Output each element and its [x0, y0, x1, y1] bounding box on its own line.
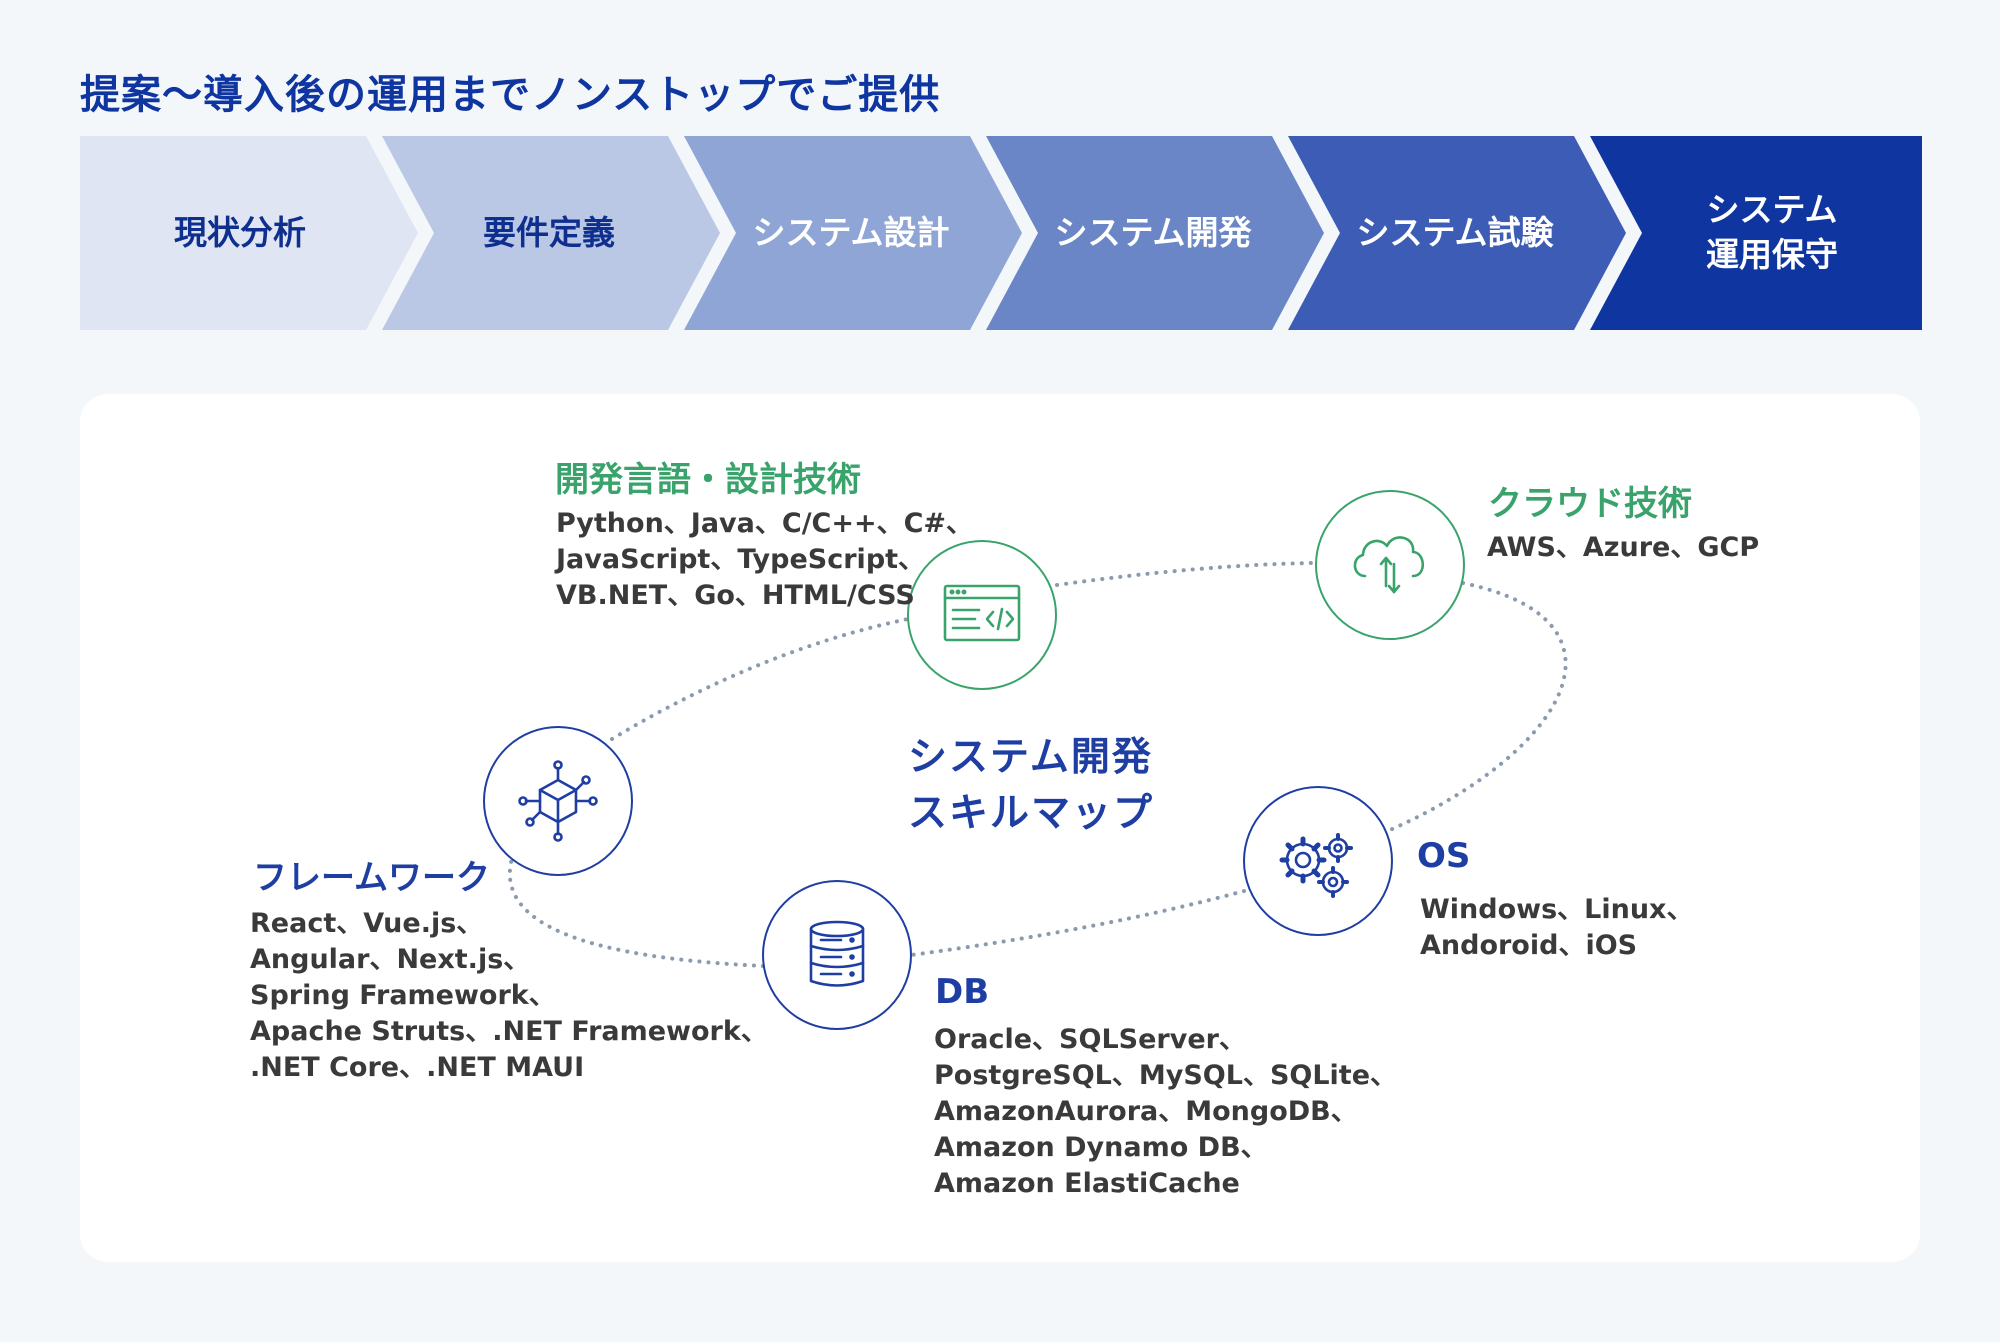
cycle-path-framework-languages: [610, 617, 910, 741]
process-flow: 現状分析 要件定義 システム設計 システム開発 システム試験 システム 運用保守: [80, 136, 1922, 330]
process-step-6-label-line-2: 運用保守: [1706, 235, 1838, 274]
process-step-1-label: 現状分析: [174, 212, 306, 252]
db-item: Amazon Dynamo DB、: [934, 1132, 1268, 1163]
framework-item: .NET Core、.NET MAUI: [250, 1052, 585, 1083]
process-step-6-label-line-1: システム: [1706, 190, 1838, 230]
framework-list: React、Vue.js、 Angular、Next.js、 Spring Fr…: [250, 906, 768, 1086]
process-step-4-label: システム開発: [1054, 212, 1252, 252]
cloud-list: AWS、Azure、GCP: [1487, 530, 1759, 566]
process-step-2-label: 要件定義: [483, 212, 615, 252]
small-gear-top: [1323, 833, 1353, 863]
cycle-path-db-framework: [507, 856, 765, 968]
languages-list: Python、Java、C/C++、C#、 JavaScript、TypeScr…: [556, 506, 973, 614]
db-item: Oracle、SQLServer、: [934, 1024, 1246, 1055]
cube-network-icon: [518, 760, 598, 842]
process-step-5: システム試験: [1320, 136, 1590, 330]
process-step-shape-6: [1590, 136, 1922, 330]
os-list: Windows、Linux、 Andoroid、iOS: [1420, 892, 1693, 964]
center-title-line-1: システム開発: [908, 735, 1153, 780]
db-title: DB: [935, 972, 990, 1012]
os-item: Andoroid、iOS: [1420, 930, 1638, 961]
languages-item: Python、Java、C/C++、C#、: [556, 508, 974, 539]
framework-item: React、Vue.js、: [250, 908, 484, 939]
languages-item: JavaScript、TypeScript、: [556, 544, 926, 575]
database-icon: [809, 920, 865, 987]
os-title: OS: [1417, 836, 1471, 876]
db-item: AmazonAurora、MongoDB、: [934, 1096, 1358, 1127]
process-step-1: 現状分析: [80, 136, 400, 330]
db-list: Oracle、SQLServer、 PostgreSQL、MySQL、SQLit…: [934, 1022, 1397, 1202]
framework-item: Spring Framework、: [250, 980, 556, 1011]
gears-icon: [1279, 833, 1353, 898]
large-gear: [1279, 836, 1327, 884]
cycle-path-languages-cloud: [1055, 561, 1314, 587]
cloud-node-circle: [1315, 490, 1465, 640]
process-step-shape-5: [1288, 136, 1626, 330]
framework-item: Apache Struts、.NET Framework、: [250, 1016, 768, 1047]
skill-map-center-title: システム開発 スキルマップ: [908, 730, 1154, 842]
small-gear-bottom: [1317, 866, 1349, 898]
process-step-shape-2: [382, 136, 720, 330]
code-window-icon: [943, 584, 1021, 642]
process-arrows: [80, 136, 1922, 330]
process-step-2: 要件定義: [414, 136, 684, 330]
process-step-6: システム 運用保守: [1622, 136, 1922, 330]
process-step-shape-1: [80, 136, 418, 330]
cycle-path-cloud-os: [1388, 581, 1568, 832]
languages-title: 開発言語・設計技術: [555, 460, 861, 500]
process-step-3: システム設計: [716, 136, 986, 330]
process-step-3-label: システム設計: [752, 212, 950, 252]
dotted-cycle-path: [507, 561, 1568, 968]
process-step-shape-4: [986, 136, 1324, 330]
process-step-shape-3: [684, 136, 1022, 330]
process-step-4: システム開発: [1018, 136, 1288, 330]
languages-node-circle: [907, 540, 1057, 690]
page-heading: 提案〜導入後の運用までノンストップでご提供: [80, 72, 941, 118]
cloud-sync-icon: [1353, 536, 1425, 594]
os-item: Windows、Linux、: [1420, 894, 1694, 925]
db-node-circle: [762, 880, 912, 1030]
db-item: PostgreSQL、MySQL、SQLite、: [934, 1060, 1398, 1091]
cloud-title: クラウド技術: [1488, 484, 1692, 524]
center-title-line-2: スキルマップ: [908, 791, 1155, 836]
framework-item: Angular、Next.js、: [250, 944, 531, 975]
skill-map-card: [80, 394, 1920, 1262]
cloud-item: AWS、Azure、GCP: [1487, 532, 1760, 563]
cycle-path-os-db: [909, 889, 1246, 957]
framework-title: フレームワーク: [253, 858, 490, 898]
languages-item: VB.NET、Go、HTML/CSS: [556, 580, 915, 611]
db-item: Amazon ElastiCache: [934, 1168, 1240, 1199]
process-step-5-label: システム試験: [1356, 212, 1554, 252]
